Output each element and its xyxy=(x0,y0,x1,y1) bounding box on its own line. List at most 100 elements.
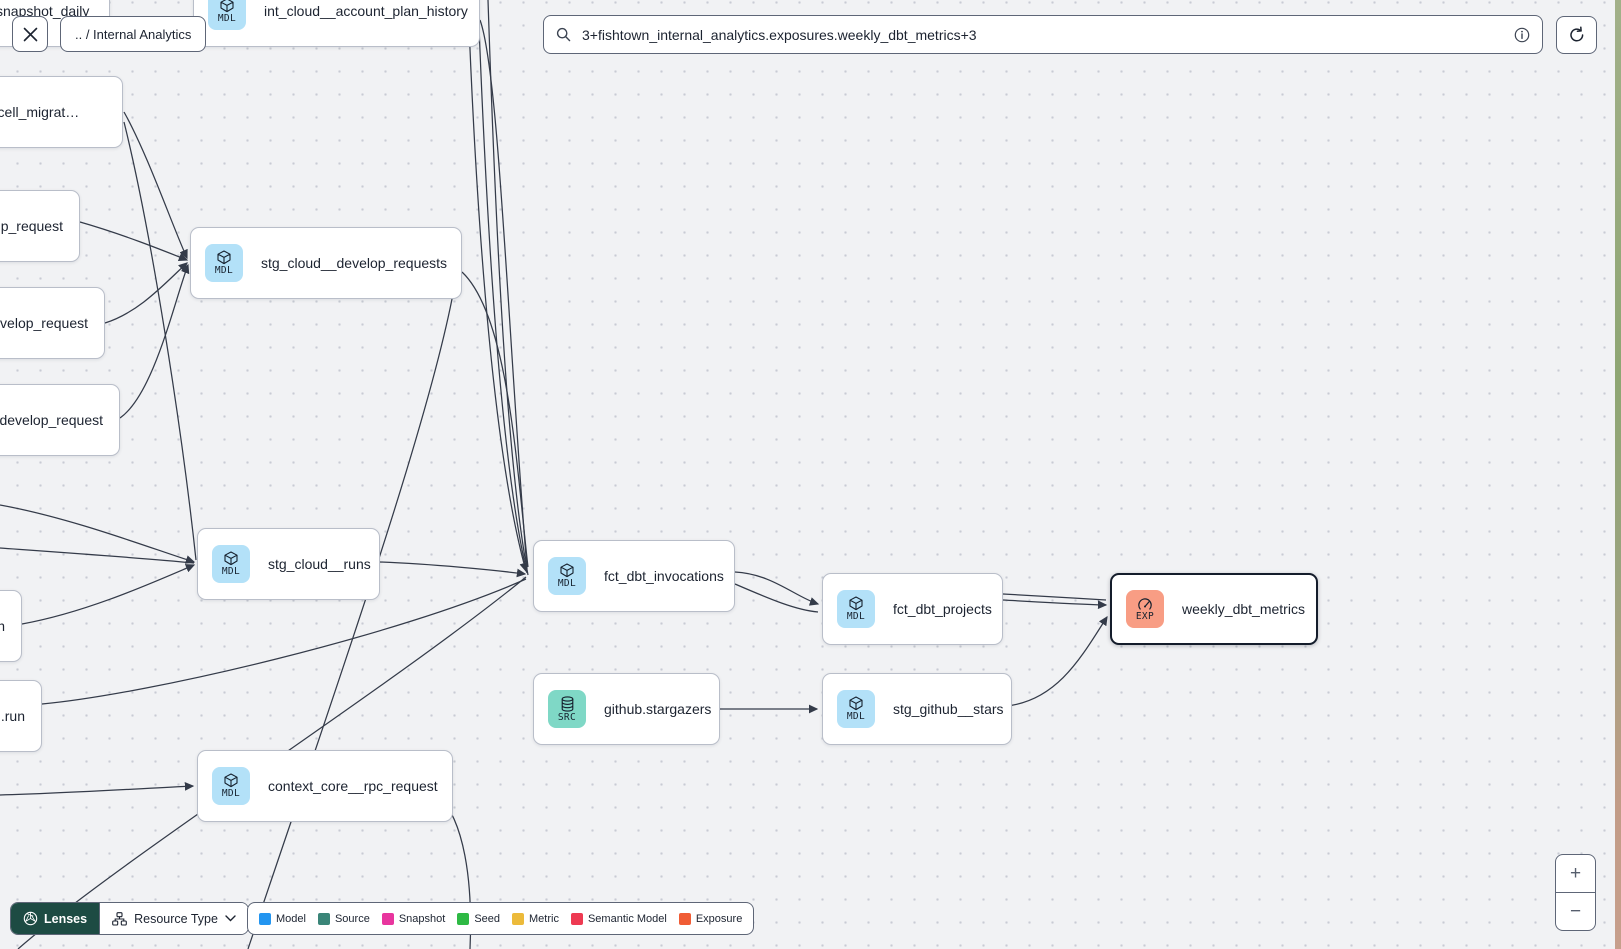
node-label: weekly_dbt_metrics xyxy=(1182,601,1305,617)
lineage-edge xyxy=(104,262,188,324)
lineage-edge xyxy=(119,263,190,419)
info-icon[interactable] xyxy=(1514,27,1530,43)
legend-label: Metric xyxy=(529,912,559,925)
search-bar[interactable] xyxy=(543,15,1543,54)
model-cube-icon xyxy=(220,0,234,13)
node-label: .develop_request xyxy=(0,412,103,428)
close-button[interactable] xyxy=(12,16,48,52)
desktop-wallpaper-edge xyxy=(1615,0,1621,949)
legend-item-semantic-model: Semantic Model xyxy=(570,912,667,925)
graph-node-weekly_dbt_metrics[interactable]: EXP weekly_dbt_metrics xyxy=(1110,573,1318,645)
node-type-badge: MDL xyxy=(205,244,243,282)
legend-item-seed: Seed xyxy=(457,912,501,925)
resource-type-button[interactable]: Resource Type xyxy=(99,903,248,934)
legend-label: Exposure xyxy=(695,912,743,925)
lineage-edge xyxy=(79,221,189,262)
close-icon xyxy=(23,27,37,41)
legend-swatch xyxy=(570,912,583,925)
graph-node-context_core_rpc_request[interactable]: MDL context_core__rpc_request xyxy=(197,750,453,822)
breadcrumb[interactable]: .. / Internal Analytics xyxy=(60,16,207,52)
graph-node-velop_request[interactable]: MDLvelop_request xyxy=(0,287,105,359)
legend-swatch xyxy=(317,912,330,925)
graph-node-stg_github_stars[interactable]: MDL stg_github__stars xyxy=(822,673,1012,745)
node-type-badge: EXP xyxy=(1126,590,1164,628)
legend-label: Model xyxy=(276,912,306,925)
legend-swatch xyxy=(259,912,271,925)
node-label: int_cloud__account_plan_history xyxy=(264,3,468,19)
lineage-edge xyxy=(21,564,196,625)
resource-type-legend: Model Source Snapshot Seed Metric Semantic Mo… xyxy=(247,902,755,935)
legend-swatch xyxy=(381,912,394,925)
node-type-badge: MDL xyxy=(837,690,875,728)
node-type-badge: MDL xyxy=(837,590,875,628)
model-cube-icon xyxy=(217,250,231,265)
graph-node-multicell_migrat[interactable]: MDLmulticell_migrat… xyxy=(0,76,123,148)
node-type-label: EXP xyxy=(1135,610,1155,622)
node-label: fct_dbt_invocations xyxy=(604,568,724,584)
legend-item-metric: Metric xyxy=(512,912,559,925)
lenses-icon xyxy=(23,911,38,926)
node-type-badge: MDL xyxy=(212,767,250,805)
legend-item-source: Source xyxy=(317,912,370,925)
lenses-button[interactable]: Lenses xyxy=(11,903,100,934)
graph-node-n_node[interactable]: MDLn xyxy=(0,590,22,662)
node-type-badge: SRC xyxy=(548,690,586,728)
graph-node-p_request[interactable]: MDLp_request xyxy=(0,190,80,262)
node-type-label: MDL xyxy=(214,265,234,277)
refresh-button[interactable] xyxy=(1556,16,1597,54)
breadcrumb-label: .. / Internal Analytics xyxy=(75,26,192,42)
model-cube-icon xyxy=(224,773,238,788)
node-type-label: MDL xyxy=(221,788,241,800)
node-label: snapshot_daily xyxy=(0,3,90,19)
lineage-edge xyxy=(123,111,188,260)
model-cube-icon xyxy=(849,696,863,711)
node-type-label: MDL xyxy=(557,578,577,590)
node-type-label: MDL xyxy=(217,13,237,25)
node-label: context_core__rpc_request xyxy=(268,778,438,794)
graph-node-stg_cloud_runs[interactable]: MDL stg_cloud__runs xyxy=(197,528,380,600)
node-type-label: MDL xyxy=(846,611,866,623)
legend-label: Seed xyxy=(474,912,501,925)
zoom-out-button[interactable]: − xyxy=(1569,900,1582,922)
node-label: fct_dbt_projects xyxy=(893,601,992,617)
node-label: stg_github__stars xyxy=(893,701,1004,717)
lineage-edge xyxy=(1002,593,1107,601)
node-type-label: MDL xyxy=(221,566,241,578)
legend-label: Source xyxy=(334,912,370,925)
lineage-edge xyxy=(461,271,529,568)
node-label: p_request xyxy=(0,218,63,234)
lineage-edge xyxy=(734,583,819,613)
node-type-badge: MDL xyxy=(212,545,250,583)
graph-node-fct_dbt_invocations[interactable]: MDL fct_dbt_invocations xyxy=(533,540,735,612)
zoom-in-button[interactable]: + xyxy=(1556,855,1595,893)
lineage-edge xyxy=(41,578,527,705)
legend-item-model: Model xyxy=(259,912,306,925)
graph-node-develop_request[interactable]: MDL.develop_request xyxy=(0,384,120,456)
node-label: stg_cloud__runs xyxy=(268,556,371,572)
lineage-edge xyxy=(487,0,529,576)
resource-type-icon xyxy=(112,911,127,926)
lineage-edge xyxy=(467,0,529,573)
graph-node-run_node[interactable]: MDL.run xyxy=(0,680,42,752)
search-input[interactable] xyxy=(580,25,1514,44)
graph-node-int_cloud_account_plan_history[interactable]: MDL int_cloud__account_plan_history xyxy=(193,0,480,47)
search-icon xyxy=(556,27,571,42)
node-label: multicell_migrat… xyxy=(0,104,80,120)
legend-label: Semantic Model xyxy=(587,912,667,925)
lenses-label: Lenses xyxy=(44,911,88,926)
node-label: n xyxy=(0,618,5,634)
model-cube-icon xyxy=(560,563,574,578)
graph-node-fct_dbt_projects[interactable]: MDL fct_dbt_projects xyxy=(822,573,1003,645)
lineage-edge xyxy=(479,19,528,570)
lineage-edge xyxy=(123,121,197,561)
legend-label: Snapshot xyxy=(398,912,446,925)
lineage-edge xyxy=(477,0,528,574)
node-label: velop_request xyxy=(0,315,88,331)
lineage-edge xyxy=(1002,599,1108,610)
node-label: .run xyxy=(0,708,25,724)
lineage-edge xyxy=(734,571,820,606)
zoom-controls: + − xyxy=(1555,854,1596,931)
